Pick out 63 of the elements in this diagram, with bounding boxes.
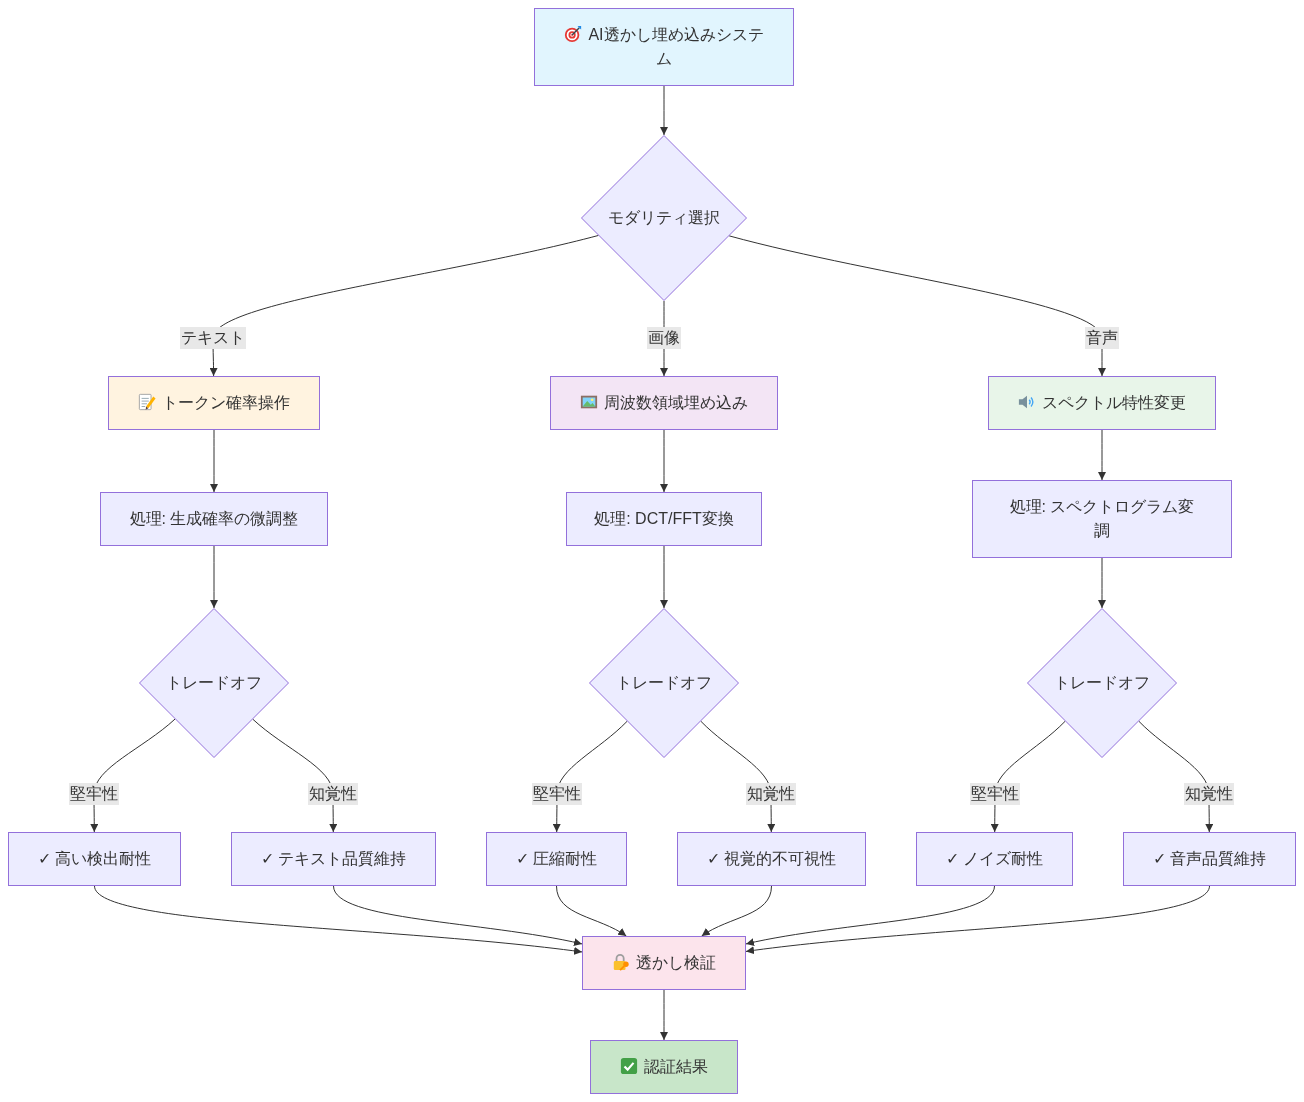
arrow (745, 885, 995, 947)
node-label: 処理: DCT/FFT変換 (594, 510, 734, 527)
node-label: モダリティ選択 (608, 209, 720, 226)
arrow (728, 235, 1106, 377)
edge-label: 知覚性 (308, 783, 358, 805)
edge-label: 知覚性 (1184, 783, 1234, 805)
arrow (660, 545, 668, 609)
process-box (1123, 832, 1296, 886)
process-box (534, 8, 794, 86)
arrow (660, 989, 668, 1041)
arrow (556, 885, 627, 937)
decision-diamond (589, 608, 739, 758)
node-label: 周波数領域埋め込み (604, 394, 748, 411)
edge-label: 音声 (1085, 327, 1119, 349)
process-box (486, 832, 627, 886)
process-box (677, 832, 866, 886)
decision-diamond (1027, 608, 1177, 758)
decision-diamond (581, 135, 747, 301)
node-label: スペクトル特性変更 (1042, 394, 1186, 411)
node-label: トレードオフ (616, 674, 712, 691)
arrow (210, 429, 218, 493)
arrow (701, 885, 772, 937)
process-box (988, 376, 1216, 430)
process-box (972, 480, 1232, 558)
edge-label: 堅牢性 (69, 783, 119, 805)
node-label: トークン確率操作 (162, 394, 290, 411)
node-label: ✓ 視覚的不可視性 (706, 850, 837, 867)
process-box (550, 376, 778, 430)
arrow (1098, 429, 1106, 481)
node-label: ✓ 圧縮耐性 (515, 850, 598, 867)
node-label: ✓ 高い検出耐性 (37, 850, 152, 867)
process-box (582, 936, 746, 990)
process-box (100, 492, 328, 546)
process-box (566, 492, 762, 546)
arrow (333, 885, 583, 947)
node-label: ✓ テキスト品質維持 (260, 850, 407, 867)
node-label: トレードオフ (1054, 674, 1150, 691)
node-label: 処理: スペクトログラム変調 (1009, 498, 1195, 539)
node-label: 透かし検証 (636, 954, 716, 971)
edge-label: 堅牢性 (970, 783, 1020, 805)
edge-label: 画像 (647, 327, 681, 349)
node-label: 処理: 生成確率の微調整 (129, 510, 299, 527)
node-label: ✓ 音声品質維持 (1152, 850, 1267, 867)
arrow (94, 885, 583, 955)
arrow (660, 85, 668, 136)
process-box (916, 832, 1073, 886)
arrow (210, 545, 218, 609)
arrow (209, 234, 599, 377)
process-box (590, 1040, 738, 1094)
arrow (745, 885, 1210, 955)
node-label: トレードオフ (166, 674, 262, 691)
arrow (1098, 557, 1106, 609)
node-label: AI透かし埋め込みシステム (588, 26, 764, 67)
node-label: 認証結果 (644, 1058, 708, 1075)
edge-label: 知覚性 (746, 783, 796, 805)
arrow (660, 429, 668, 493)
process-box (8, 832, 181, 886)
edge-label: 堅牢性 (532, 783, 582, 805)
decision-diamond (139, 608, 289, 758)
edge-label: テキスト (180, 327, 246, 349)
process-box (108, 376, 320, 430)
node-label: ✓ ノイズ耐性 (945, 850, 1044, 867)
process-box (231, 832, 436, 886)
